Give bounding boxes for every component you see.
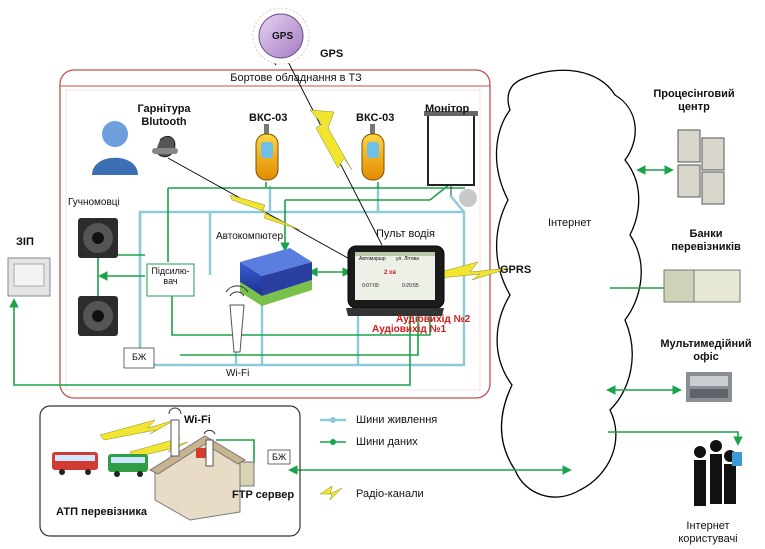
vehicle-box-title: Бортове обладнання в ТЗ <box>230 72 362 84</box>
driver-panel-device <box>346 245 445 316</box>
vks-terminal-icon-1 <box>255 124 279 181</box>
audio-out-1-label: Аудіовихід №1 <box>372 324 447 335</box>
processing-center-label: Процесінговий центр <box>653 88 735 113</box>
depot-psu-label: БЖ <box>272 452 287 462</box>
ftp-server-label: FTP сервер <box>232 489 295 501</box>
driver-panel-label: Пульт водія <box>376 228 435 240</box>
internet-users-label: Інтернет користувачі <box>678 520 738 545</box>
vehicle-psu-box <box>123 347 155 369</box>
data-bus-lines <box>9 165 743 475</box>
autocomputer-icon <box>240 248 312 306</box>
depot-box <box>39 405 301 537</box>
depot-wifi-antenna-icon <box>168 407 216 467</box>
internet-users-icon <box>694 440 742 506</box>
zip-label: ЗІП <box>16 236 34 248</box>
internet-label: Інтернет <box>548 217 592 229</box>
vks-terminal-icon-2 <box>361 124 385 181</box>
vks2-label: ВКС-03 <box>356 112 395 124</box>
depot-psu-box <box>267 449 291 465</box>
server-rack-icon <box>677 129 725 205</box>
monitor-icon <box>424 111 478 207</box>
amplifier-box <box>146 263 195 297</box>
amplifier-label: Підсилю-вач <box>151 266 190 287</box>
media-office-image <box>686 372 732 402</box>
legend-radio-label: Радіо-канали <box>356 488 424 500</box>
gps-node-label: GPS <box>272 31 294 42</box>
headset-label: Гарнітура Blutooth <box>137 103 191 128</box>
autocomputer-label: Автокомпютер <box>216 231 284 242</box>
zip-device-icon <box>7 257 51 297</box>
legend-power-label: Шини живлення <box>356 414 438 426</box>
gps-link-label: GPS <box>320 48 344 60</box>
depot-title: АТП перевізника <box>56 506 147 518</box>
screen-line-5: 0:20:55 <box>402 283 419 289</box>
media-office-label: Мультимедійний офіс <box>660 338 752 363</box>
banks-label: Банки перевізників <box>671 228 741 253</box>
bus-icon-green <box>108 454 148 477</box>
vks1-label: ВКС-03 <box>249 112 288 124</box>
vehicle-equipment-box <box>59 69 491 399</box>
screen-line-1: Автомаршр <box>359 256 386 262</box>
vehicle-wifi-label: Wi-Fi <box>226 368 250 379</box>
speakers-label: Гучномовці <box>68 197 120 208</box>
legend-data-mark <box>320 439 346 445</box>
legend-power-mark <box>320 417 346 423</box>
wifi-antenna-icon <box>225 285 249 353</box>
speaker-icon-top <box>78 218 118 258</box>
bank-device-icon <box>663 269 741 303</box>
depot-building-icon <box>148 435 246 521</box>
gps-satellite-node <box>252 7 310 65</box>
monitor-label: Монітор <box>425 103 470 115</box>
depot-wifi-label: Wi-Fi <box>184 414 211 426</box>
ftp-server-icon <box>239 461 255 487</box>
user-person-icon <box>92 121 138 175</box>
bus-icon-red <box>52 452 98 475</box>
internet-cloud <box>495 69 642 498</box>
audio-out-2-label: Аудіовихід №2 <box>396 314 471 325</box>
vehicle-psu-label: БЖ <box>132 352 147 362</box>
gprs-label: GPRS <box>500 264 532 276</box>
legend-data-label: Шини даних <box>356 436 418 448</box>
speaker-icon-bottom <box>78 296 118 336</box>
screen-line-4: 0:07:00 <box>362 283 379 289</box>
screen-line-2: ул. Літова <box>396 256 419 262</box>
headset-icon <box>152 135 178 158</box>
screen-line-3: 2 хв <box>384 270 397 276</box>
